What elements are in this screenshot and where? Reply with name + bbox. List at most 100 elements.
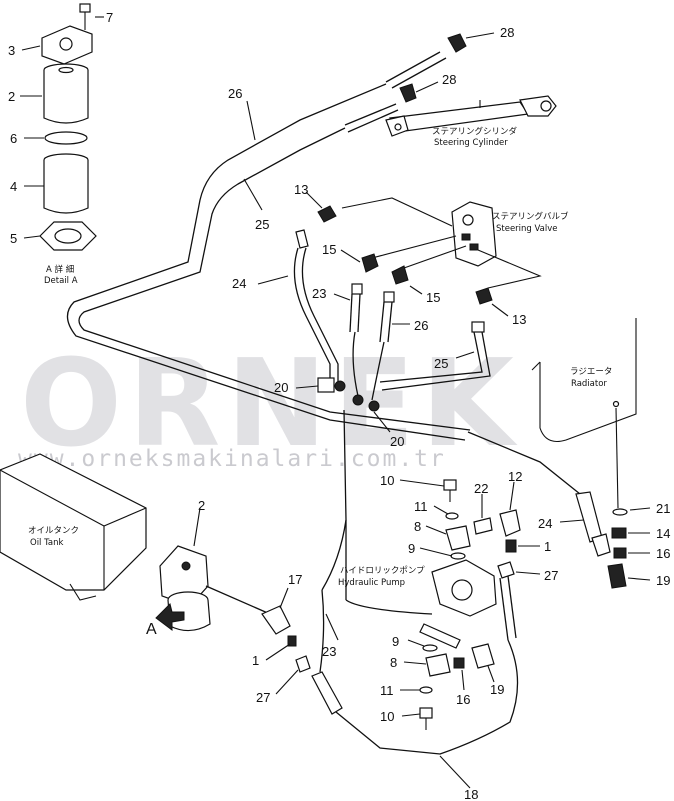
leader-23b [325, 613, 339, 641]
hose-from-27a-b [507, 575, 517, 639]
hose-upper-c [344, 103, 397, 126]
line-15b-to-valve [403, 245, 467, 269]
o-ring [44, 131, 88, 145]
flange-8a [445, 525, 471, 551]
oil-tank-label-jp: オイルタンク [28, 526, 79, 536]
callout-6: 6 [10, 131, 17, 146]
leader-20a [295, 385, 319, 389]
leader-9a [419, 547, 453, 557]
leader-18 [439, 755, 471, 789]
radiator-corner [531, 361, 541, 371]
line-25-outer [66, 83, 466, 441]
oil-tank-label-en: Oil Tank [30, 538, 63, 548]
mid-hoses: 24 23 26 25 20 20 [232, 229, 491, 591]
steering-cylinder: ステアリングシリンダ Steering Cylinder 28 28 [344, 25, 557, 148]
steering-cylinder-label-en: Steering Cylinder [434, 138, 508, 148]
detail-label-jp: A 詳 細 [46, 264, 74, 275]
leader-3 [21, 45, 41, 51]
leader-25a [243, 178, 263, 211]
callout-13a: 13 [294, 182, 308, 197]
bolt-10a [443, 479, 457, 491]
hydraulic-pump-label-en: Hydraulic Pump [338, 578, 405, 588]
callout-23a: 23 [312, 286, 326, 301]
elbow-19a [607, 563, 627, 589]
steering-cylinder-label-jp: ステアリングシリンダ [432, 126, 518, 137]
leader-16b [461, 669, 465, 691]
steering-valve-label-en: Steering Valve [496, 224, 558, 234]
elbow-27a [497, 561, 515, 579]
junction-nut-c [368, 400, 380, 412]
callout-20a: 20 [274, 380, 288, 395]
callout-27b: 27 [256, 690, 270, 705]
callout-15b: 15 [426, 290, 440, 305]
callout-25b: 25 [434, 356, 448, 371]
line-26-outer [78, 127, 471, 431]
radiator-drop-line [615, 407, 619, 509]
steering-valve: ステアリングバルブ Steering Valve 13 15 15 13 [294, 182, 569, 327]
hydraulic-pump-label-jp: ハイドロリックポンプ [340, 566, 425, 576]
leader-12 [509, 481, 515, 511]
filter-element-hole [58, 66, 74, 74]
valve-port [462, 214, 474, 226]
line-to-pump-inlet [345, 599, 433, 615]
elbow-fitting-28b [399, 83, 417, 103]
return-line-right: 24 21 14 16 19 [467, 431, 670, 589]
callout-22: 22 [474, 481, 488, 496]
hose-26b-lower [371, 341, 385, 401]
hose-23b [357, 293, 361, 333]
hose-24a [293, 247, 331, 390]
elbow-fitting-13b [475, 287, 493, 305]
leader-19b [487, 665, 495, 683]
cylinder-clevis-hole [394, 123, 402, 131]
hose-23-fitting [351, 283, 363, 295]
flange-8b [425, 653, 451, 677]
callout-7: 7 [106, 10, 113, 25]
filter-detail-a: 7 3 2 6 4 5 A 詳 細 Detail A [8, 3, 113, 286]
elbow-19b [471, 643, 495, 669]
callout-4: 4 [10, 179, 17, 194]
callout-1b: 1 [252, 653, 259, 668]
callout-12: 12 [508, 469, 522, 484]
callout-16b: 16 [456, 692, 470, 707]
callout-19b: 19 [490, 682, 504, 697]
hose-23b-body [311, 671, 343, 715]
watermark-brand: ORNEK [20, 335, 520, 474]
callout-27a: 27 [544, 568, 558, 583]
nipple-1b [287, 635, 297, 647]
watermark-url: www.orneksmakinalari.com.tr [18, 446, 446, 472]
leader-1b [265, 643, 291, 661]
o-ring-9a [450, 552, 466, 560]
oil-tank-body [0, 453, 147, 591]
filter-element-body [43, 70, 89, 124]
leader-5 [23, 235, 41, 239]
callout-25a: 25 [255, 217, 269, 232]
callout-1a: 1 [544, 539, 551, 554]
leader-2b [193, 507, 201, 547]
callout-28b: 28 [442, 72, 456, 87]
hose-23a [349, 293, 353, 333]
hose-from-27a-a [499, 577, 509, 641]
pump-port [451, 579, 473, 601]
callout-14: 14 [656, 526, 670, 541]
leader-20b [373, 411, 391, 433]
leader-10b [401, 713, 421, 717]
hose-24b [301, 247, 339, 390]
line-13a-to-valve [341, 197, 453, 227]
filter-housing-2 [159, 545, 209, 607]
radiator-label-jp: ラジエータ [570, 367, 612, 377]
callout-26a: 26 [228, 86, 242, 101]
filter-bolt [181, 561, 191, 571]
filter-head-port [59, 37, 73, 51]
callout-11b: 11 [380, 683, 394, 698]
nipple-1a [505, 539, 517, 553]
leader-8a [425, 525, 447, 535]
return-line-upper [467, 431, 581, 495]
hydraulic-pump: ハイドロリックポンプ Hydraulic Pump 10 11 22 12 8 … [338, 469, 558, 730]
callout-8a: 8 [414, 519, 421, 534]
cylinder-eye-hole [540, 100, 552, 112]
callout-2a: 2 [8, 89, 15, 104]
hose-upper-a [385, 51, 441, 83]
junction-block-20a [317, 377, 335, 393]
leader-21 [629, 507, 651, 511]
leader-27a [515, 571, 541, 575]
